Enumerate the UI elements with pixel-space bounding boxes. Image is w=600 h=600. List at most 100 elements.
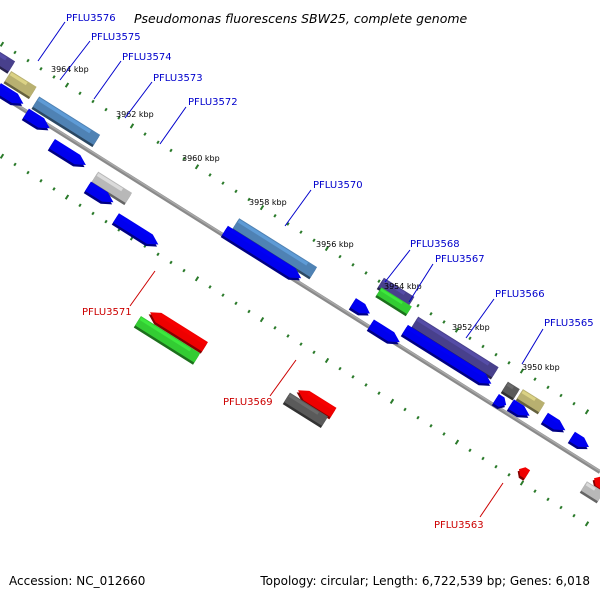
cds-3564b[interactable] [567,431,592,454]
feature-3567-highlight [416,318,490,366]
feature-3571-body [135,316,201,363]
cds-3576[interactable] [0,83,26,110]
scale-dot-lower [442,432,446,436]
scale-dot-upper [104,107,108,112]
scale-dot-lower [377,391,381,395]
cds-3564[interactable] [540,412,569,437]
feature-3573[interactable] [90,171,133,206]
cds-3574[interactable] [47,139,89,172]
feature-3568[interactable] [376,277,415,309]
feature-track [0,50,600,504]
scale-dot-upper [234,189,238,194]
cds-3570-highlight [226,227,296,272]
scale-dot-lower [324,357,330,364]
scale-dot-upper [481,344,485,349]
cds-3566[interactable] [400,324,495,391]
scale-dot-upper [117,115,121,120]
scale-label-3964: 3964 kbp [51,65,89,74]
feature-3571[interactable] [133,316,201,365]
scale-dot-lower [194,276,200,282]
gene-label-PFLU3565[interactable]: PFLU3565 [544,318,594,329]
scale-dot-upper [351,262,355,267]
cds-3571-body [150,312,208,352]
cds-3567[interactable] [366,319,403,349]
cds-3566b[interactable] [491,393,509,412]
gene-label-PFLU3566[interactable]: PFLU3566 [495,289,545,300]
feature-3563[interactable] [579,481,600,504]
scale-dot-lower [403,407,407,412]
scale-dot-upper [416,303,420,308]
cds-3573[interactable] [83,181,117,209]
scale-dot-upper [454,327,460,333]
gene-label-PFLU3563[interactable]: PFLU3563 [434,520,484,531]
scale-dot-lower [52,187,56,191]
feature-3569[interactable] [282,392,329,429]
scale-dot-upper [429,312,433,316]
cds-3566-highlight [406,326,486,378]
cds-3565[interactable] [506,399,533,422]
scale-dot-upper [364,271,368,275]
gene-label-PFLU3575[interactable]: PFLU3575 [91,32,141,43]
scale-dot-upper [64,82,70,88]
cds-3568-highlight [354,299,365,308]
scale-dot-upper [143,132,147,136]
cds-3572[interactable] [111,213,162,251]
cds-3564b-highlight [573,433,584,442]
gene-label-PFLU3572[interactable]: PFLU3572 [188,97,238,108]
scale-dot-lower [338,366,342,371]
feature-3567-body [411,316,499,378]
scale-dot-lower [78,203,82,208]
cds-3576-highlight [0,84,18,98]
scale-dot-upper [0,41,5,47]
scale-dot-upper [468,336,472,341]
scale-dot-lower [208,285,212,289]
cds-3568[interactable] [348,298,373,320]
scale-dot-lower [546,497,550,502]
feature-3568b-body [376,287,412,315]
feature-3573-body [91,171,133,204]
scale-dot-lower [39,178,43,183]
feature-3574-highlight [37,97,92,134]
feature-3574[interactable] [31,96,101,148]
feature-3570-highlight [237,219,309,266]
gene-label-PFLU3569[interactable]: PFLU3569 [223,397,273,408]
feature-3576[interactable] [0,50,16,74]
gene-label-PFLU3574[interactable]: PFLU3574 [122,52,172,63]
feature-3568-highlight [382,279,406,296]
feature-3568b[interactable] [375,287,412,317]
feature-3570[interactable] [231,218,318,280]
feature-3566b[interactable] [500,381,520,401]
feature-3576-body [0,50,16,72]
cds-3571-highlight [159,313,207,346]
scale-dot-lines [0,41,590,527]
cds-3563[interactable] [515,465,531,481]
cds-3575[interactable] [21,108,53,135]
gene-label-PFLU3570[interactable]: PFLU3570 [313,180,363,191]
cds-3564-highlight [546,414,560,424]
cds-3571[interactable] [146,308,208,354]
gene-label-PFLU3568[interactable]: PFLU3568 [410,239,460,250]
gene-label-PFLU3576[interactable]: PFLU3576 [66,13,116,24]
feature-3570-body [232,218,318,278]
feature-3565[interactable] [515,389,545,415]
scale-dot-upper [247,197,251,202]
feature-3563-highlight [585,482,596,491]
scale-dot-lower [221,293,225,297]
scale-dot-lower [416,415,420,420]
cds-3565-highlight [512,400,524,410]
map-title: Pseudomonas fluorescens SBW25, complete … [134,11,468,26]
cds-3569-body [298,390,337,418]
scale-dot-upper [519,368,525,374]
scale-dot-lower [299,342,303,346]
scale-dot-upper [39,66,43,71]
gene-label-PFLU3573[interactable]: PFLU3573 [153,73,203,84]
scale-dot-lower [26,170,30,175]
gene-label-PFLU3571[interactable]: PFLU3571 [82,307,132,318]
feature-3565-body [517,389,545,413]
scale-dot-upper [377,279,381,283]
cds-3569[interactable] [294,386,337,420]
feature-3567[interactable] [410,316,499,380]
gene-label-PFLU3567[interactable]: PFLU3567 [435,254,485,265]
feature-3575[interactable] [3,70,37,100]
cds-3570[interactable] [220,225,304,285]
